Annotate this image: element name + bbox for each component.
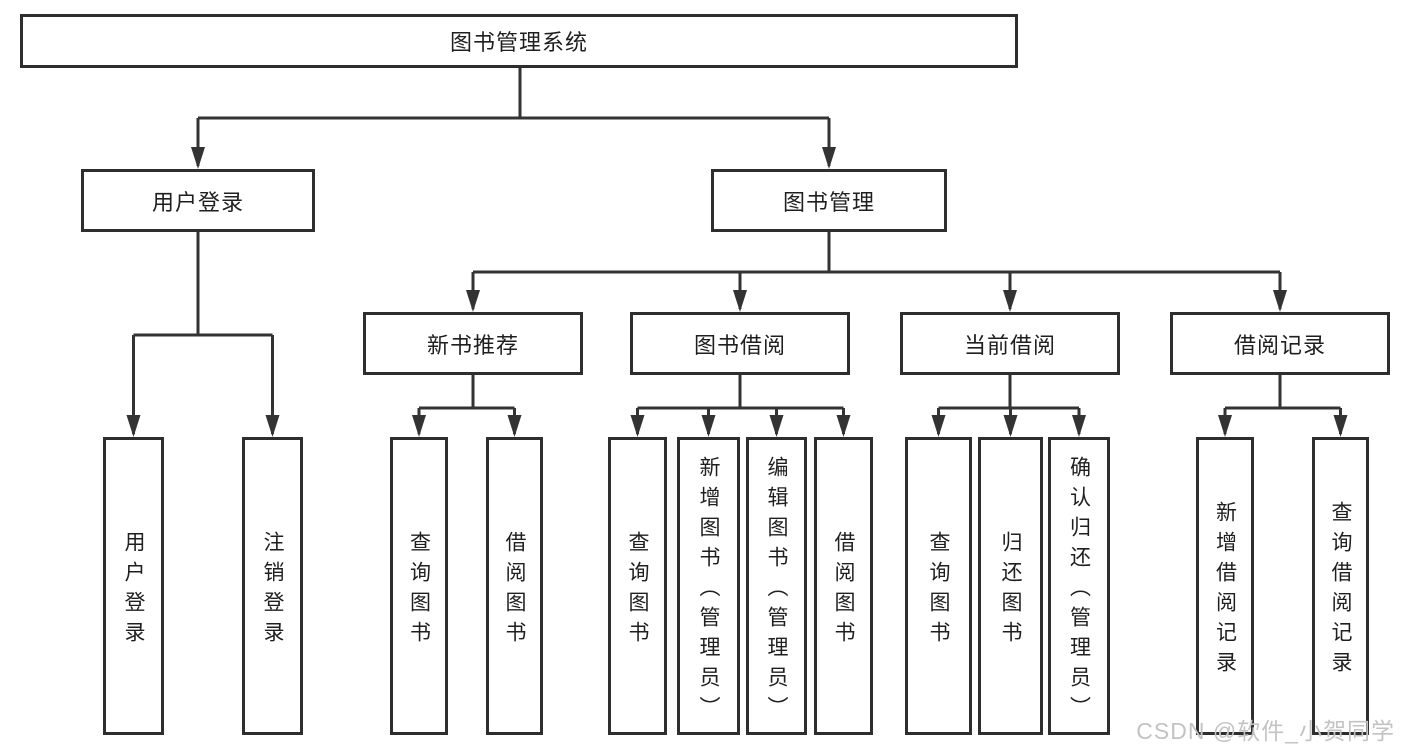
node-book-borrowing: 图书借阅 xyxy=(630,312,850,375)
node-borrowing-records: 借阅记录 xyxy=(1170,312,1390,375)
leaf-edit-books-admin: 编辑图书（管理员） xyxy=(746,437,807,735)
leaf-logout: 注销登录 xyxy=(242,437,303,735)
node-label: 查询图书 xyxy=(626,530,650,651)
node-label: 借阅图书 xyxy=(832,530,856,651)
leaf-query-borrowing-record: 查询借阅记录 xyxy=(1312,437,1369,735)
leaf-confirm-return-admin: 确认归还（管理员） xyxy=(1048,437,1110,735)
node-label: 注销登录 xyxy=(261,530,285,651)
node-new-book-recommendation: 新书推荐 xyxy=(363,312,583,375)
node-label: 用户登录 xyxy=(122,530,146,651)
node-book-management: 图书管理 xyxy=(711,169,947,232)
arrowhead-down-icons xyxy=(126,147,1348,437)
node-label: 借阅图书 xyxy=(503,530,527,651)
leaf-add-borrowing-record: 新增借阅记录 xyxy=(1196,437,1254,735)
leaf-query-books-borrowing: 查询图书 xyxy=(608,437,667,735)
leaf-borrow-books: 借阅图书 xyxy=(814,437,873,735)
node-library-management-system: 图书管理系统 xyxy=(20,14,1018,68)
node-label: 图书借阅 xyxy=(693,332,786,358)
node-label: 图书管理 xyxy=(782,189,875,215)
node-label: 用户登录 xyxy=(151,189,244,215)
node-label: 查询借阅记录 xyxy=(1329,500,1353,681)
leaf-user-login: 用户登录 xyxy=(103,437,164,735)
node-label: 当前借阅 xyxy=(963,332,1056,358)
node-label: 编辑图书（管理员） xyxy=(765,455,789,726)
node-label: 归还图书 xyxy=(999,530,1023,651)
node-label: 查询图书 xyxy=(927,530,951,651)
node-label: 查询图书 xyxy=(407,530,431,651)
leaf-add-books-admin: 新增图书（管理员） xyxy=(677,437,740,735)
node-label: 新增图书（管理员） xyxy=(697,455,721,726)
node-user-login-group: 用户登录 xyxy=(81,169,315,232)
leaf-query-books-current: 查询图书 xyxy=(905,437,972,735)
node-current-borrowing: 当前借阅 xyxy=(900,312,1120,375)
leaf-borrow-books-recommendation: 借阅图书 xyxy=(486,437,543,735)
node-label: 确认归还（管理员） xyxy=(1067,455,1091,726)
csdn-watermark: CSDN @软件_小贺同学 xyxy=(1136,718,1395,744)
node-label: 图书管理系统 xyxy=(449,30,588,55)
leaf-query-books-recommendation: 查询图书 xyxy=(390,437,448,735)
node-label: 新书推荐 xyxy=(426,332,519,358)
tree-connector-lines xyxy=(132,68,1342,434)
node-label: 借阅记录 xyxy=(1233,332,1326,358)
node-label: 新增借阅记录 xyxy=(1213,500,1237,681)
leaf-return-books: 归还图书 xyxy=(978,437,1043,735)
